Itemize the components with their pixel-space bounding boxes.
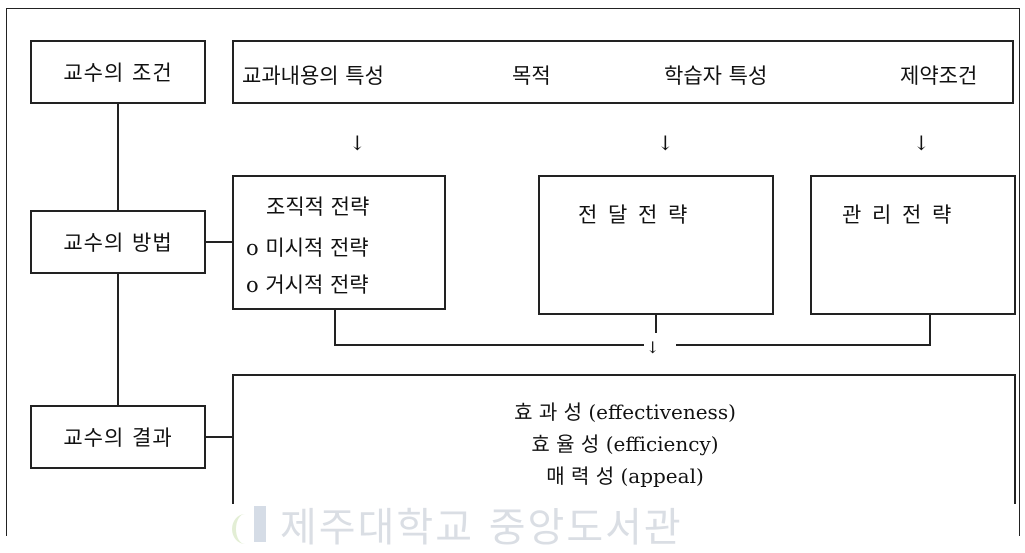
condition-constraints: 제약조건 xyxy=(900,64,978,88)
management-strategy-title: 관 리 전 략 xyxy=(842,203,954,227)
watermark-text: 제주대학교 중앙도서관 xyxy=(280,505,683,551)
micro-strategy-item: o 미시적 전략 xyxy=(246,236,369,260)
organizational-strategy-title: 조직적 전략 xyxy=(266,195,370,219)
diagram-frame xyxy=(6,8,1020,536)
label-teaching-conditions: 교수의 조건 xyxy=(30,40,206,104)
organizational-strategy-box: 조직적 전략 o 미시적 전략 o 거시적 전략 xyxy=(232,175,446,310)
merge-horizontal-left xyxy=(334,344,644,346)
merge-management-down xyxy=(929,315,931,345)
label-teaching-methods: 교수의 방법 xyxy=(30,210,206,274)
arrow-down-results: ↓ xyxy=(646,338,660,357)
results-box xyxy=(232,374,1016,504)
condition-purpose: 목적 xyxy=(512,64,551,88)
merge-horizontal-right xyxy=(676,344,931,346)
merge-org-down xyxy=(334,310,336,345)
connector-methods-results xyxy=(117,274,119,405)
conditions-box: 교과내용의 특성 목적 학습자 특성 제약조건 xyxy=(232,40,1014,104)
connector-results-to-outcomes xyxy=(206,436,232,438)
management-strategy-box: 관 리 전 략 xyxy=(810,175,1016,315)
delivery-strategy-box: 전 달 전 략 xyxy=(538,175,774,315)
result-efficiency: 효 율 성 (efficiency) xyxy=(531,432,719,456)
label-teaching-results: 교수의 결과 xyxy=(30,405,206,469)
connector-conditions-methods xyxy=(117,104,119,210)
library-watermark: 제주대학교 중앙도서관 xyxy=(232,495,683,553)
merge-delivery-down xyxy=(655,315,657,333)
condition-subject-content: 교과내용의 특성 xyxy=(242,64,384,88)
connector-methods-to-org xyxy=(206,241,232,243)
result-effectiveness: 효 과 성 (effectiveness) xyxy=(514,400,736,424)
arrow-down-org: ↓ xyxy=(349,131,366,155)
library-logo-icon xyxy=(232,504,266,544)
delivery-strategy-title: 전 달 전 략 xyxy=(578,203,690,227)
arrow-down-delivery: ↓ xyxy=(657,131,674,155)
arrow-down-management: ↓ xyxy=(913,131,930,155)
result-appeal: 매 력 성 (appeal) xyxy=(546,464,704,488)
macro-strategy-item: o 거시적 전략 xyxy=(246,273,369,297)
condition-learner: 학습자 특성 xyxy=(664,64,768,88)
